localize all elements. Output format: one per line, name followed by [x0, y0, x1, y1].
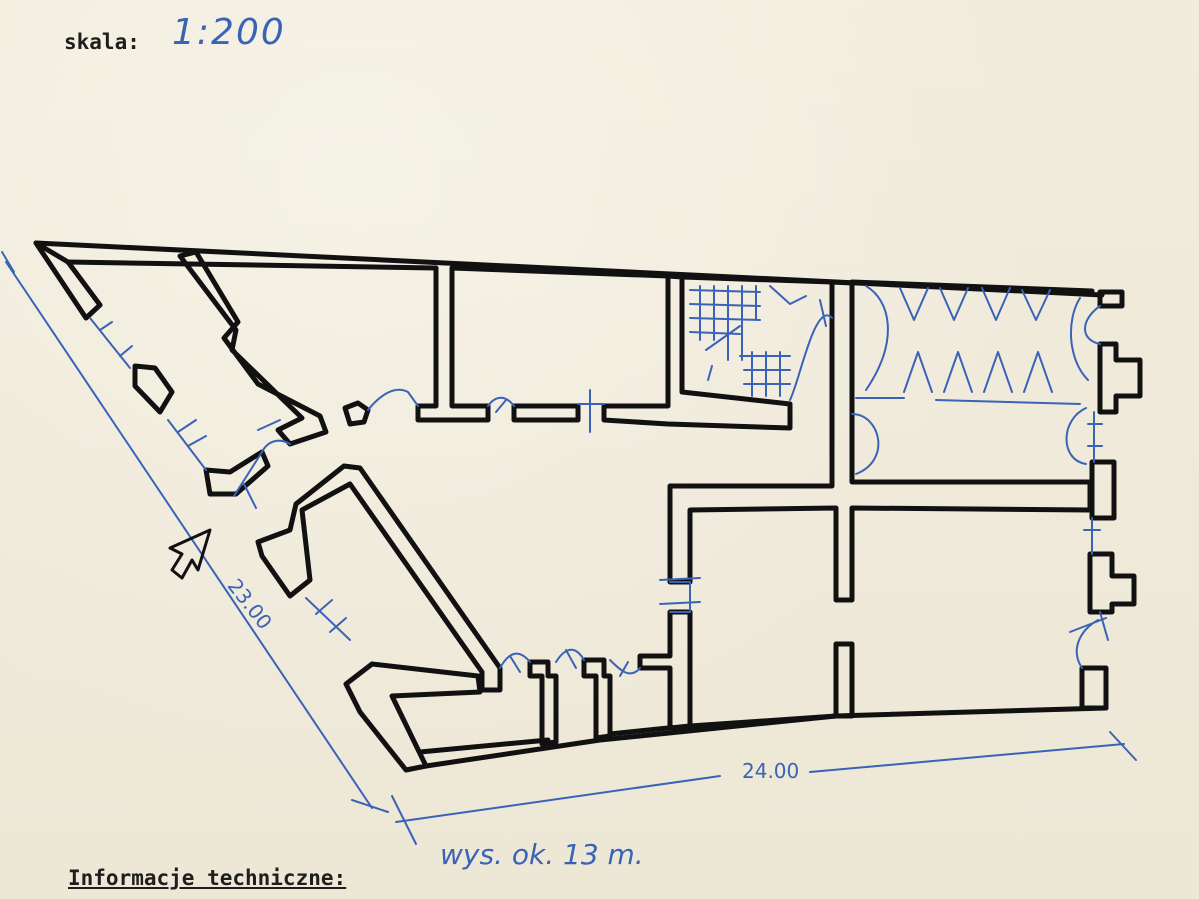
right-wall-a [1097, 289, 1125, 309]
door-swing-1 [257, 419, 291, 453]
door-swing-10 [1069, 617, 1107, 669]
dimension-tick-bottom-left [391, 795, 417, 845]
door-swing-3 [487, 396, 515, 413]
inner-diagonal-wall [177, 249, 329, 447]
pier-1 [527, 659, 559, 747]
right-wall-e [1079, 665, 1109, 711]
dimension-tick-bottom-right [1109, 731, 1137, 761]
wall-v1 [415, 265, 491, 423]
door-swing-2 [367, 388, 419, 411]
right-wall-c [1089, 459, 1117, 521]
door-swing-4 [577, 389, 605, 433]
pier-2 [581, 657, 613, 741]
dimension-tick-left-bottom [351, 799, 389, 813]
wall-v-center-bottom [833, 641, 855, 719]
wall-v-center [667, 279, 1093, 603]
right-wall-b [1097, 341, 1143, 415]
walls [33, 240, 1143, 773]
sanitary-doors [851, 397, 1087, 475]
outer-wall-bottom-inner [417, 713, 839, 755]
entrance-arrow-icon [168, 528, 212, 580]
blue-annotations [1, 251, 1137, 845]
window-marks-left [89, 317, 351, 641]
lower-diagonal-wall [255, 463, 503, 693]
wall-h1 [511, 403, 581, 423]
door-swing-8 [609, 659, 641, 677]
dimension-line-left [5, 261, 373, 809]
scale-label: skala: [64, 30, 140, 54]
window-marks-right [1083, 305, 1109, 641]
left-wall-b [132, 363, 175, 415]
door-swing-9 [659, 577, 701, 613]
door-swing-7 [555, 648, 585, 669]
left-wall-c [203, 449, 271, 497]
outer-wall-bottom [423, 705, 1109, 769]
scale-value: 1:200 [172, 12, 286, 53]
outer-wall-top-inner [65, 259, 1095, 294]
dimension-line-bottom [395, 743, 1125, 823]
stairs [689, 285, 807, 397]
column [342, 400, 371, 427]
sanitary-bottom [903, 351, 1081, 405]
lower-left-block [343, 661, 483, 773]
pier-3 [637, 609, 693, 731]
left-wall-a [33, 240, 103, 321]
wall-stair [601, 273, 793, 431]
right-wall-d [1087, 551, 1137, 615]
sanitary-top [865, 285, 1089, 391]
dimension-label-bottom: 24.00 [742, 759, 799, 783]
dimension-tick-left-top [1, 251, 15, 273]
door-swing-5 [789, 299, 833, 401]
info-heading: Informacje techniczne: [68, 866, 347, 890]
door-swing-6 [499, 652, 531, 673]
height-note: wys. ok. 13 m. [440, 838, 644, 871]
